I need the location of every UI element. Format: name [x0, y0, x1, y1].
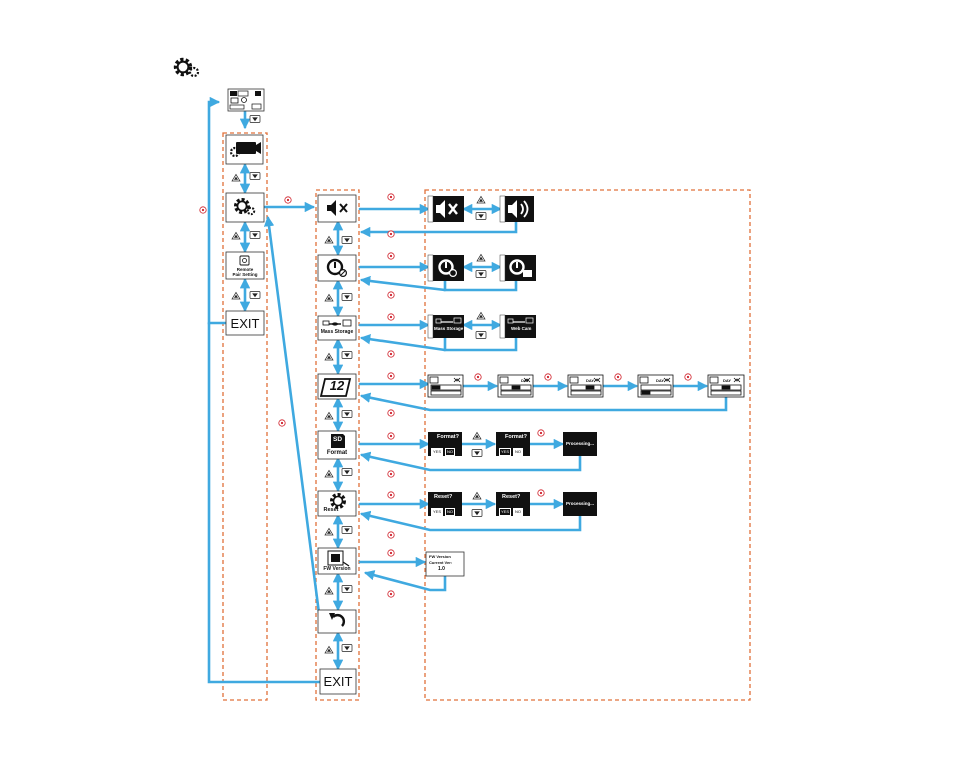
date-icon-text: 12 — [329, 378, 345, 393]
fw-title-line1: FW Version — [429, 554, 451, 559]
sound-setting-box[interactable] — [317, 194, 357, 223]
web-cam-screen-label: Web Cam — [511, 326, 532, 331]
date-time-screens — [427, 374, 745, 398]
format-processing-text: Processing... — [566, 441, 595, 446]
fw-version-box[interactable] — [317, 547, 357, 575]
main-exit-box[interactable] — [225, 310, 265, 336]
sound-on-screen — [499, 195, 534, 223]
reset-no-button-1: NO — [445, 508, 455, 516]
settings-exit-box[interactable] — [319, 668, 357, 695]
format-processing-screen — [563, 432, 597, 456]
connectors — [207, 96, 728, 684]
remote-pair-label-line1: Remote — [236, 267, 254, 272]
format-sd-icon — [331, 434, 345, 448]
format-no-button-2: NO — [513, 448, 523, 456]
back-arrow-icon — [329, 613, 345, 627]
format-prompt-2: Format? — [505, 434, 527, 440]
reset-no-button-2: NO — [513, 508, 523, 516]
day-label-4: DAY — [723, 378, 732, 383]
remote-pair-label-line2: Pair Setting — [232, 272, 258, 277]
main-exit-label[interactable]: EXIT — [230, 315, 260, 331]
live-view-screen-icon — [227, 88, 265, 112]
format-prompt-1: Format? — [437, 434, 459, 440]
remote-pair-label: Remote Pair Setting — [226, 267, 264, 277]
day-label-1: DAY — [521, 378, 530, 383]
settings-gear-icon — [234, 198, 256, 216]
day-label-3: DAY — [656, 378, 665, 383]
camera-mode-icon — [229, 142, 261, 158]
format-yes-button-1: YES — [431, 448, 444, 456]
fw-version-screen — [425, 551, 465, 577]
settings-menu-group-border — [315, 189, 360, 701]
reset-prompt-2: Reset? — [502, 494, 521, 500]
web-cam-screen — [499, 314, 536, 339]
reset-gear-icon — [330, 493, 346, 509]
mute-speaker-icon — [327, 200, 348, 216]
remote-pair-box[interactable] — [225, 251, 265, 280]
mass-storage-screen-label: Mass Storage — [434, 326, 464, 331]
reset-processing-text: Processing... — [566, 501, 595, 506]
day-label-2: DAY — [586, 378, 595, 383]
format-yes-button-2: YES — [499, 448, 512, 456]
reset-label: Reset — [323, 507, 339, 513]
auto-off-disabled-screen — [427, 254, 464, 282]
date-time-icon — [319, 378, 352, 397]
fw-version-icon — [327, 550, 350, 567]
reset-processing-screen — [563, 492, 597, 516]
mass-storage-screen — [427, 314, 464, 339]
remote-pair-icon — [239, 255, 250, 266]
auto-power-off-box[interactable] — [317, 254, 357, 282]
reset-prompt-1: Reset? — [434, 494, 453, 500]
settings-exit-label[interactable]: EXIT — [323, 674, 353, 689]
fw-version-label: FW Version — [323, 566, 351, 572]
reset-yes-button-2: YES — [499, 508, 512, 516]
auto-power-off-icon — [326, 258, 348, 278]
settings-gear-header-icon — [173, 57, 200, 78]
format-no-button-1: NO — [445, 448, 455, 456]
fw-version-value: 1.0 — [438, 566, 445, 572]
back-box[interactable] — [317, 609, 357, 634]
usb-mode-icon — [322, 319, 352, 327]
mass-storage-label: Mass Storage — [320, 329, 354, 335]
settings-box[interactable] — [225, 192, 265, 223]
reset-yes-button-1: YES — [431, 508, 444, 516]
sd-icon-text: SD — [332, 436, 343, 443]
fw-title-line2: Current Ver: — [429, 560, 453, 565]
format-label: Format — [326, 450, 348, 456]
main-menu-group-border — [222, 132, 268, 701]
sound-off-screen — [427, 195, 464, 223]
auto-off-timer-screen — [499, 254, 536, 282]
